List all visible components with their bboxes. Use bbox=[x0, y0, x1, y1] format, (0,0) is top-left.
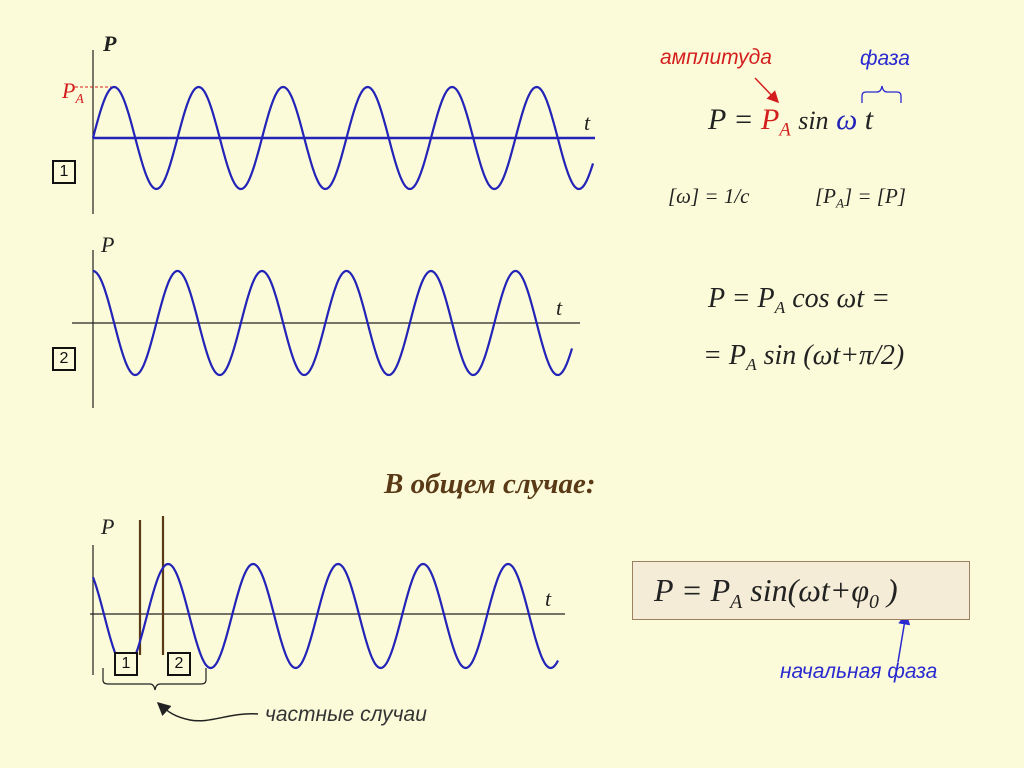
graph3-caption: частные случаи bbox=[265, 703, 427, 726]
graph3-y-label: P bbox=[101, 514, 115, 539]
formula-sine: P = PA sin ω t bbox=[708, 103, 874, 141]
general-formula: P = PA sin(ωt+φ0 ) bbox=[654, 572, 898, 613]
graph1-badge: 1 bbox=[52, 160, 76, 184]
graph1-sine-wave bbox=[91, 85, 595, 191]
phase-brace bbox=[861, 85, 902, 103]
graph1-y-label: P bbox=[103, 31, 117, 56]
omega-units: [ω] = 1/c bbox=[668, 184, 750, 208]
graph2-y-label: P bbox=[101, 232, 115, 257]
graph2-t-label: t bbox=[556, 295, 563, 320]
graph3-caption-arrow bbox=[156, 701, 259, 722]
graph3-general-wave bbox=[91, 562, 559, 670]
initial-phase-label: начальная фаза bbox=[780, 660, 938, 683]
graph3-t-label: t bbox=[545, 586, 552, 611]
graph1-t-label: t bbox=[584, 110, 591, 135]
amplitude-label: амплитуда bbox=[660, 46, 772, 69]
general-formula-box bbox=[632, 561, 970, 620]
amplitude-arrow bbox=[754, 77, 780, 104]
graph3-brace bbox=[102, 668, 207, 691]
formula-cosine-line2: = PA sin (ωt+π/2) bbox=[703, 340, 905, 375]
general-case-heading: В общем случае: bbox=[384, 468, 596, 500]
graph1-amplitude-label: PA bbox=[62, 78, 84, 106]
initial-phase-arrow bbox=[897, 612, 911, 663]
phase-label: фаза bbox=[860, 47, 910, 70]
formula-cosine-line1: P = PA cos ωt = bbox=[708, 283, 890, 318]
amplitude-units: [PA] = [P] bbox=[815, 184, 906, 211]
graph2-cosine-wave bbox=[92, 269, 574, 377]
graph3-badge-1: 1 bbox=[114, 652, 138, 676]
graph3-badge-2: 2 bbox=[167, 652, 191, 676]
graph2-badge: 2 bbox=[52, 347, 76, 371]
